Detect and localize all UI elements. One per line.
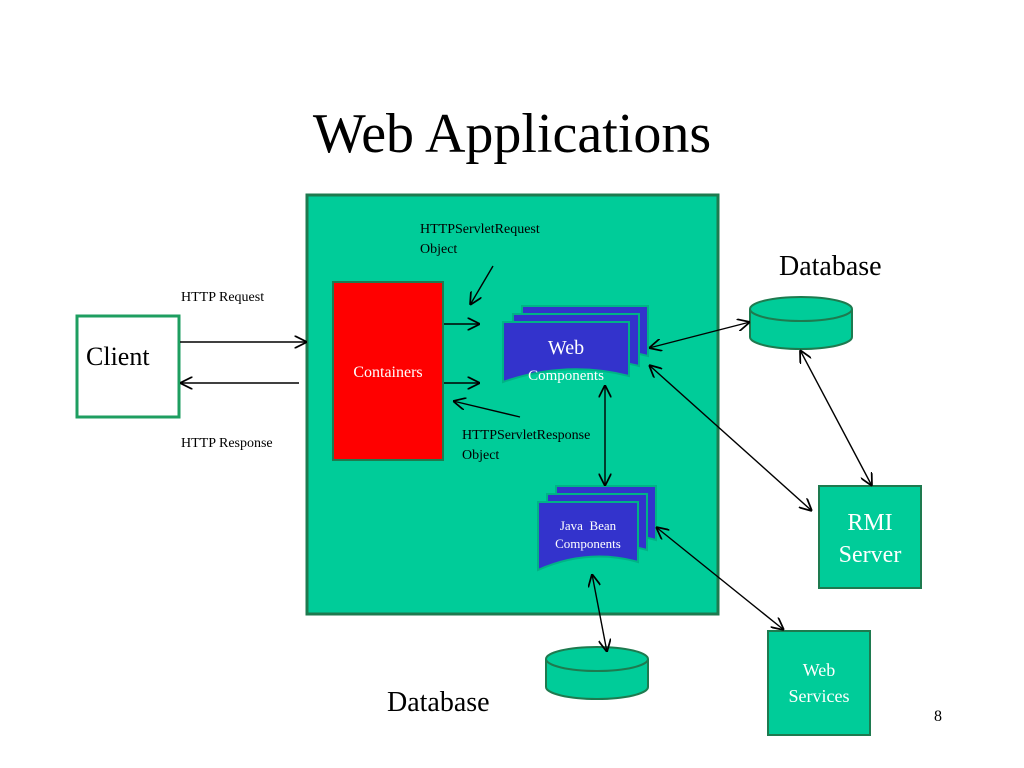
rmi-server-label-line2: Server	[838, 542, 902, 568]
web-services-label-line1: Web	[802, 660, 836, 680]
request-object-label-line1: HTTPServletRequest	[420, 222, 540, 237]
request-object-arrow	[470, 265, 494, 305]
client-label: Client	[86, 342, 150, 371]
response-object-label-line1: HTTPServletResponse	[462, 428, 591, 443]
web-components-label-line2: Components	[528, 368, 604, 384]
page-number: 8	[934, 708, 942, 725]
java-bean-label-line1: Java Bean	[559, 518, 617, 533]
slide-title: Web Applications	[312, 103, 712, 165]
rmi-server-box	[818, 485, 922, 589]
containers-label: Containers	[353, 364, 423, 381]
javabean-to-database-arrow	[592, 574, 607, 652]
web-services-box	[767, 630, 871, 736]
client-box	[75, 314, 181, 419]
database-cylinder-bottom	[545, 646, 649, 700]
request-object-label-line2: Object	[420, 242, 458, 257]
containers-box	[332, 281, 444, 461]
web-to-rmi-arrow	[649, 365, 812, 511]
java-bean-components-stack	[537, 485, 657, 572]
http-response-label: HTTP Response	[181, 436, 273, 451]
database-to-rmi-arrow	[800, 350, 872, 486]
web-components-label-line1: Web	[547, 337, 585, 359]
web-components-stack	[502, 305, 649, 384]
http-request-label: HTTP Request	[181, 290, 265, 305]
web-to-database-arrow	[649, 322, 750, 348]
response-object-arrow	[453, 401, 521, 418]
response-object-label-line2: Object	[462, 448, 500, 463]
database-bottom-label: Database	[387, 687, 490, 718]
web-services-label-line2: Services	[788, 686, 850, 706]
java-bean-label-line2: Components	[555, 536, 621, 551]
database-top-label: Database	[779, 251, 882, 282]
rmi-server-label-line1: RMI	[847, 510, 893, 536]
javabean-to-webservices-arrow	[656, 527, 784, 630]
database-cylinder-top	[749, 296, 853, 350]
